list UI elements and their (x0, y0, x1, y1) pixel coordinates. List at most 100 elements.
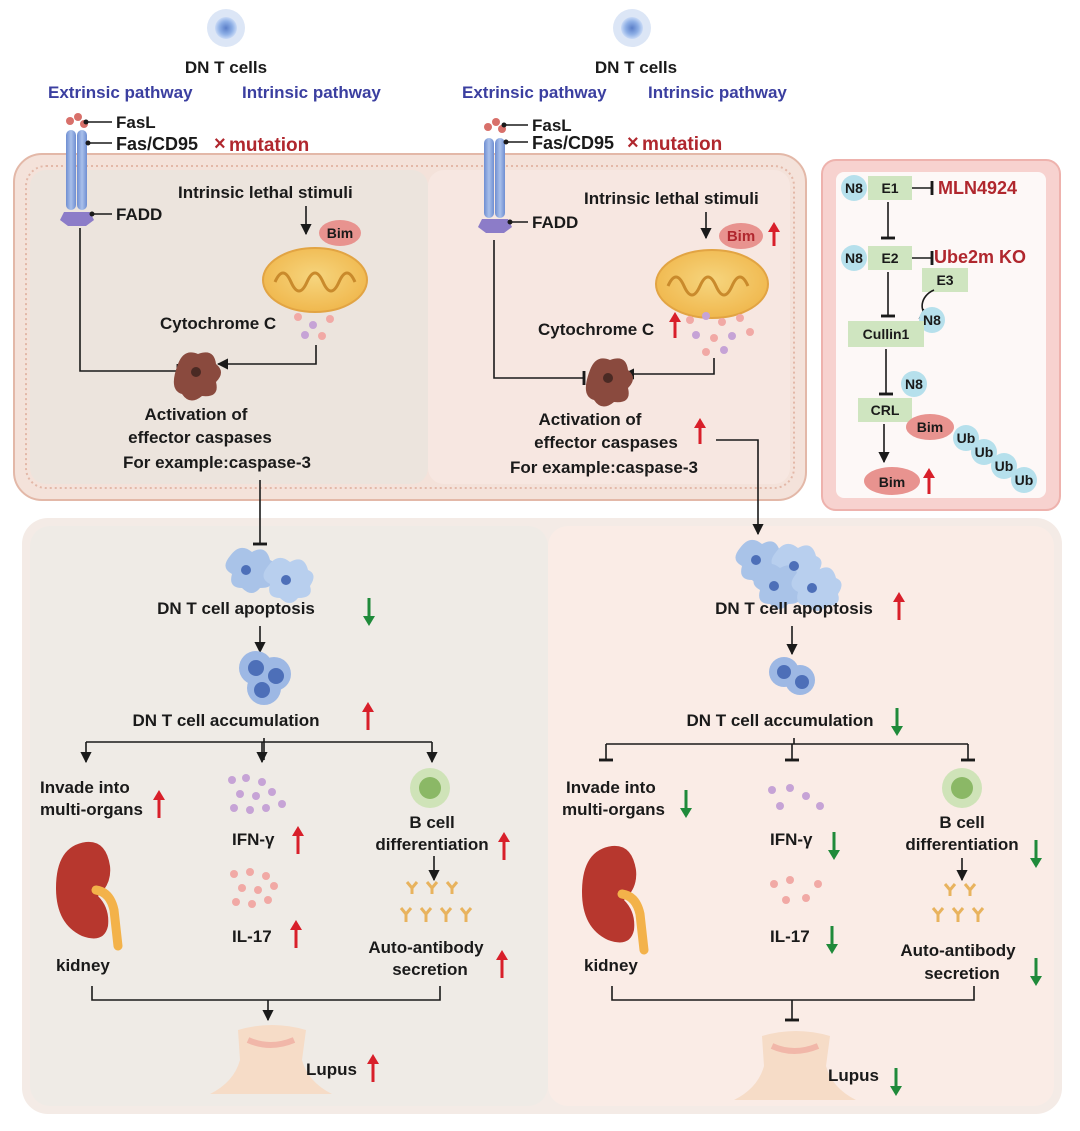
neddylation-ub-text: Ub (995, 458, 1014, 474)
right-auto-line1: Auto-antibody (900, 941, 1016, 960)
right-bcell-line1: B cell (939, 813, 984, 832)
left-fas-label: Fas/CD95 (116, 134, 198, 154)
left-fasl-label: FasL (116, 113, 156, 132)
right-activation-line2: effector caspases (534, 433, 678, 452)
inset-ube2m-label: Ube2m KO (934, 247, 1026, 267)
left-neck-icon (210, 1025, 332, 1094)
left-ifn-label: IFN-γ (232, 830, 275, 849)
left-kidney-icon (56, 841, 123, 951)
left-apoptosis-label: DN T cell apoptosis (157, 599, 315, 618)
left-cytochrome-label: Cytochrome C (160, 314, 276, 333)
neddylation-e3-text: E3 (936, 272, 953, 288)
right-dnt-cell-icon (613, 9, 651, 47)
right-fasl-label: FasL (532, 116, 572, 135)
right-cytochrome-label: Cytochrome C (538, 320, 654, 339)
left-fas-receptor (60, 113, 94, 226)
right-auto-line2: secretion (924, 964, 1000, 983)
left-cross-symbol: × (214, 133, 226, 155)
neddylation-cullin-text: Cullin1 (863, 326, 910, 342)
inset-e2-row: N8 E2 Ube2m KO E3 (841, 245, 1026, 292)
left-intrinsic-label: Intrinsic pathway (242, 83, 381, 102)
right-activation-line3: For example:caspase-3 (510, 458, 698, 477)
inset-transferred-n8 (919, 307, 945, 333)
neddylation-crl-text: CRL (871, 402, 900, 418)
left-apoptotic-cells (225, 547, 314, 603)
right-ifn-label: IFN-γ (770, 830, 813, 849)
right-intrinsic-label: Intrinsic pathway (648, 83, 787, 102)
neddylation-e2-text: E2 (881, 250, 898, 266)
right-activation-line1: Activation of (539, 410, 642, 429)
left-il17-dots (230, 868, 278, 908)
left-title: DN T cells (185, 58, 267, 77)
neddylation-ub-text: Ub (957, 430, 976, 446)
left-activation-line2: effector caspases (128, 428, 272, 447)
right-apoptotic-cells (735, 539, 842, 611)
left-antibody-icons (399, 881, 473, 922)
left-auto-line1: Auto-antibody (368, 938, 484, 957)
right-kidney-icon (582, 845, 649, 955)
left-extrinsic-label: Extrinsic pathway (48, 83, 193, 102)
right-title: DN T cells (595, 58, 677, 77)
left-activation-line1: Activation of (145, 405, 248, 424)
right-mutation-label: mutation (642, 134, 722, 155)
right-cytochrome-dots (686, 312, 754, 356)
left-accumulated-cells (239, 651, 291, 705)
right-il17-dots (770, 876, 822, 904)
neddylation-n8-text: N8 (923, 312, 941, 328)
left-kidney-label: kidney (56, 956, 110, 975)
right-fasl-callout: FasL Fas/CD95 × mutation FADD (501, 116, 722, 232)
left-fadd-label: FADD (116, 205, 162, 224)
right-bim-label: Bim (727, 228, 755, 245)
inset-crl-box: CRL N8 (858, 371, 927, 422)
neddylation-n8-text: N8 (905, 376, 923, 392)
right-apoptosis-label: DN T cell apoptosis (715, 599, 873, 618)
right-fas-label: Fas/CD95 (532, 133, 614, 153)
neddylation-ub-text: Ub (975, 444, 994, 460)
right-cross-symbol: × (627, 132, 639, 154)
left-activation-line3: For example:caspase-3 (123, 453, 311, 472)
left-fasl-callout: FasL Fas/CD95 × mutation FADD (83, 113, 309, 224)
left-ifn-dots (228, 774, 286, 814)
right-bcell-icon (942, 768, 982, 808)
right-neck-icon (734, 1031, 856, 1100)
neddylation-bim-text: Bim (917, 419, 943, 435)
right-antibody-icons (931, 883, 985, 922)
left-mutation-label: mutation (229, 135, 309, 156)
left-lethal-label: Intrinsic lethal stimuli (178, 183, 353, 202)
right-il17-label: IL-17 (770, 927, 810, 946)
left-bcell-line2: differentiation (375, 835, 488, 854)
right-mitochondrion (655, 249, 769, 319)
neddylation-ub-text: Ub (1015, 472, 1034, 488)
left-cytochrome-dots (294, 313, 334, 340)
right-ifn-dots (768, 784, 824, 810)
right-lupus-label: Lupus (828, 1066, 879, 1085)
right-invade-line2: multi-organs (562, 800, 665, 819)
right-kidney-label: kidney (584, 956, 638, 975)
left-bcell-line1: B cell (409, 813, 454, 832)
left-mitochondrion (262, 247, 368, 313)
left-auto-line2: secretion (392, 960, 468, 979)
left-invade-line1: Invade into (40, 778, 130, 797)
inset-ubiquitinated-bim: Bim Ub Ub Ub Ub (906, 414, 1037, 493)
right-invade-line1: Invade into (566, 778, 656, 797)
inset-e1-row: N8 E1 MLN4924 (841, 175, 1017, 201)
right-accumulated-cells (769, 657, 815, 695)
right-extrinsic-label: Extrinsic pathway (462, 83, 607, 102)
right-bcell-line2: differentiation (905, 835, 1018, 854)
inset-mln4924-label: MLN4924 (938, 178, 1017, 198)
left-lupus-label: Lupus (306, 1060, 357, 1079)
inset-cullin-box: Cullin1 (848, 321, 924, 347)
left-bim-label: Bim (327, 225, 353, 241)
left-accumulation-label: DN T cell accumulation (132, 711, 319, 730)
right-fadd-label: FADD (532, 213, 578, 232)
right-accumulation-label: DN T cell accumulation (686, 711, 873, 730)
right-lethal-label: Intrinsic lethal stimuli (584, 189, 759, 208)
left-il17-label: IL-17 (232, 927, 272, 946)
left-caspase-blob (173, 352, 221, 401)
left-bcell-icon (410, 768, 450, 808)
right-bim-pill: Bim (719, 223, 763, 249)
neddylation-n8-text: N8 (845, 180, 863, 196)
left-dnt-cell-icon (207, 9, 245, 47)
